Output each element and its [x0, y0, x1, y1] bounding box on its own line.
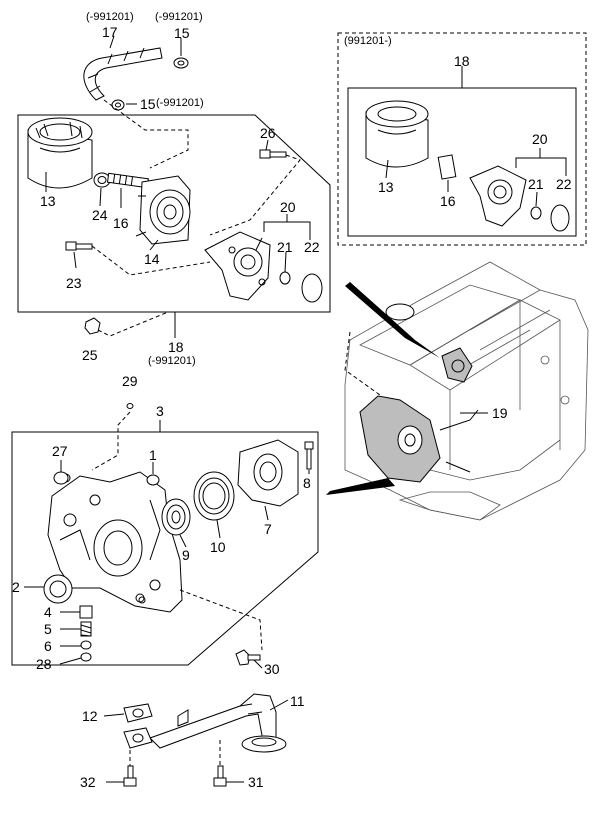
bolt-8	[304, 441, 314, 470]
callout-22: 22	[304, 239, 320, 255]
o-ring-21	[279, 271, 291, 285]
bolt-23	[65, 241, 93, 251]
pin-29	[126, 403, 134, 409]
oil-filter-13	[27, 117, 93, 189]
callout-wedge-top	[345, 282, 440, 358]
clamp-15-side-code: (-991201)	[156, 97, 204, 109]
callout-17: 17	[102, 24, 118, 40]
outer-rotor-10	[193, 471, 235, 521]
callout-27: 27	[52, 443, 68, 459]
inset-callout-13: 13	[378, 179, 394, 195]
inset-callout-21: 21	[528, 176, 544, 192]
callout-16: 16	[113, 215, 129, 231]
bracket-18-code: (-991201)	[148, 355, 196, 367]
callout-2: 2	[12, 579, 20, 595]
plug-28	[80, 652, 92, 662]
bolt-25	[84, 317, 101, 335]
bolt-30	[235, 649, 261, 666]
callout-10: 10	[210, 539, 226, 555]
callout-6: 6	[44, 638, 52, 654]
gasket-24	[93, 172, 111, 188]
bolt-26	[259, 149, 287, 159]
bolt-31	[213, 765, 227, 787]
clamp-15-code: (-991201)	[155, 11, 203, 23]
callout-24: 24	[92, 207, 108, 223]
oil-pump-group-frame	[11, 431, 319, 666]
gasket-12	[123, 703, 153, 723]
spring-5	[80, 621, 92, 637]
inset-bracket-20	[469, 165, 527, 227]
callout-26: 26	[260, 125, 276, 141]
callout-3: 3	[156, 403, 164, 419]
callout-13: 13	[40, 193, 56, 209]
washer-6	[80, 640, 92, 650]
callout-20: 20	[280, 199, 296, 215]
callout-29: 29	[122, 373, 138, 389]
inner-rotor-9	[161, 498, 191, 536]
callout-1: 1	[149, 447, 157, 463]
callout-5: 5	[44, 621, 52, 637]
inset-bolt-16	[437, 154, 457, 180]
oil-screen-11	[149, 693, 287, 753]
flange-plate	[123, 727, 153, 749]
callout-9: 9	[182, 547, 190, 563]
pump-cover-7	[237, 439, 299, 507]
cap-27	[53, 471, 69, 485]
inset-gasket-22	[550, 204, 570, 232]
oil-filter-group-frame	[17, 114, 331, 313]
callout-23: 23	[66, 275, 82, 291]
callout-32: 32	[80, 774, 96, 790]
callout-8: 8	[303, 475, 311, 491]
callout-19: 19	[492, 405, 508, 421]
callout-15-side: 15	[140, 96, 156, 112]
clamp-15-top	[173, 57, 189, 69]
callout-28: 28	[36, 656, 52, 672]
callout-7: 7	[264, 521, 272, 537]
inset-callout-22: 22	[556, 176, 572, 192]
oil-cooler-14	[135, 175, 191, 245]
bracket-20	[204, 231, 271, 301]
callout-25: 25	[82, 347, 98, 363]
inset-code: (991201-)	[344, 35, 392, 47]
engine-block	[344, 261, 589, 521]
plunger-4	[79, 605, 93, 619]
bolt-32	[123, 765, 137, 787]
callout-4: 4	[44, 604, 52, 620]
gasket-22	[301, 273, 323, 303]
callout-wedge-bottom	[326, 478, 395, 495]
callout-12: 12	[82, 708, 98, 724]
inset-oil-filter-13	[365, 100, 429, 168]
callout-31: 31	[248, 774, 264, 790]
inset-o-ring-21	[530, 206, 542, 220]
callout-30: 30	[264, 661, 280, 677]
callout-15-top: 15	[174, 25, 190, 41]
callout-14: 14	[144, 251, 160, 267]
callout-18: 18	[168, 339, 184, 355]
pump-housing-3	[47, 471, 183, 613]
oil-seal-2	[43, 574, 73, 604]
hose-17-code: (-991201)	[86, 11, 134, 23]
inset-callout-20: 20	[532, 131, 548, 147]
inset-frame	[337, 32, 587, 246]
inset-callout-16: 16	[440, 193, 456, 209]
callout-11: 11	[290, 693, 305, 709]
hose-17	[83, 47, 163, 101]
plug-1	[146, 474, 160, 486]
callout-21: 21	[277, 239, 293, 255]
clamp-15-side	[111, 99, 125, 111]
inset-callout-18: 18	[454, 53, 470, 69]
